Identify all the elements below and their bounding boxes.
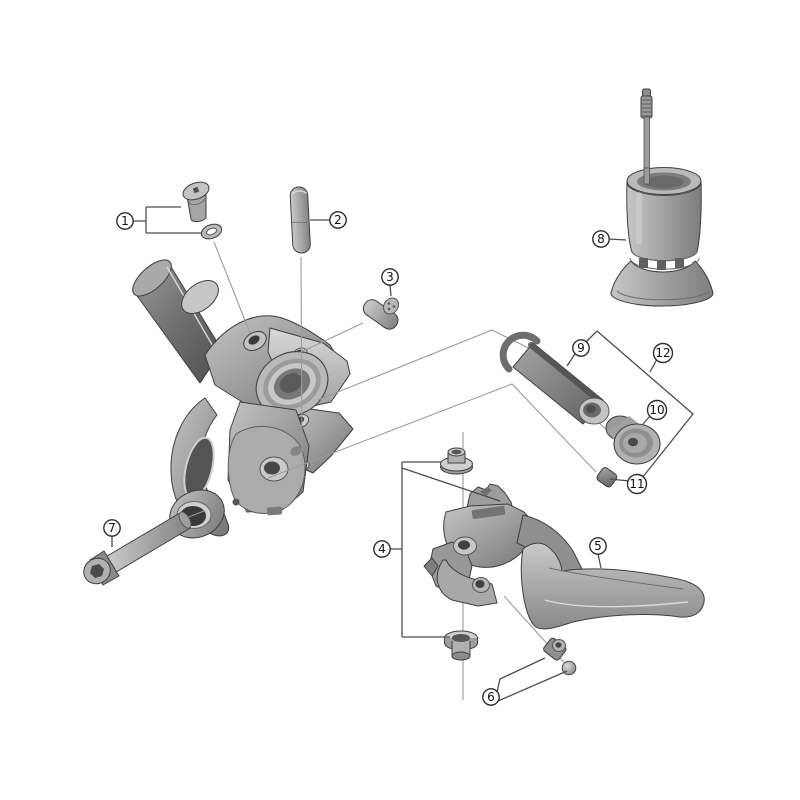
part-bushing-top: [440, 447, 473, 475]
part-lever-blade: [520, 542, 705, 630]
callout-4-label: 4: [378, 542, 386, 556]
part-oring: [200, 223, 223, 240]
leader-pin-axis: [300, 256, 303, 463]
part-adjuster-nut: [543, 637, 567, 661]
callout-7-label: 7: [108, 521, 116, 535]
callout-10-label: 10: [649, 403, 664, 417]
funnel-base: [610, 260, 714, 307]
part-piston-sleeve: [499, 331, 610, 425]
callout-9: 9: [572, 339, 590, 357]
stub-9: [566, 330, 598, 367]
callout-10: 10: [646, 399, 668, 421]
tube-end-cap: [132, 259, 172, 297]
tube-boss: [181, 280, 219, 314]
callout-12-label: 12: [655, 346, 670, 360]
leader-body-to-insert: [267, 383, 597, 479]
callout-1: 1: [116, 212, 134, 230]
callout-2-label: 2: [334, 213, 342, 227]
part-bleed-screw: [182, 181, 210, 222]
callout-5: 5: [589, 537, 607, 555]
callout-4: 4: [373, 540, 391, 558]
callout-1-label: 1: [121, 214, 129, 228]
callout-5-label: 5: [594, 539, 602, 553]
part-hose-insert: [596, 467, 618, 488]
bracket-4: [390, 461, 501, 638]
callout-2: 2: [329, 211, 347, 229]
leader-bolt3: [300, 322, 364, 353]
callout-leaders: [111, 206, 694, 702]
callout-8-label: 8: [597, 232, 605, 246]
callout-3: 3: [381, 268, 399, 286]
hex-socket: [90, 564, 104, 578]
lever-assembly: [423, 447, 705, 676]
callouts: 1 2 3 4 5 6 7 8 9 10 11 12: [103, 211, 674, 706]
bracket-12: [596, 330, 694, 479]
bracket-6: [496, 657, 568, 702]
callout-11-label: 11: [629, 477, 644, 491]
callout-11: 11: [626, 473, 648, 495]
callout-9-label: 9: [577, 341, 585, 355]
bleed-port-hole: [248, 335, 260, 345]
part-clamp-bolt: [83, 511, 192, 586]
part-set-bolt: [362, 297, 400, 330]
stub-12: [649, 358, 658, 373]
stub-5: [597, 553, 602, 569]
part-bleed-funnel: [610, 88, 714, 307]
leader-bolt7: [185, 510, 205, 519]
bracket-1: [133, 206, 201, 234]
stub-8: [608, 238, 627, 241]
callout-12: 12: [652, 342, 674, 364]
part-piston: [605, 415, 661, 465]
callout-8: 8: [592, 230, 610, 248]
stub-10: [642, 415, 651, 425]
part-pivot-pin: [289, 186, 311, 254]
callout-3-label: 3: [386, 270, 394, 284]
callout-6: 6: [482, 688, 500, 706]
leader-oring-to-port: [213, 241, 251, 334]
stub-11: [609, 478, 630, 482]
callout-6-label: 6: [487, 690, 495, 704]
plunger-threads: [640, 95, 653, 119]
callout-7: 7: [103, 519, 121, 537]
part-bushing-bottom: [444, 630, 478, 661]
master-cylinder-body: [132, 259, 354, 539]
stub-3: [389, 284, 392, 297]
